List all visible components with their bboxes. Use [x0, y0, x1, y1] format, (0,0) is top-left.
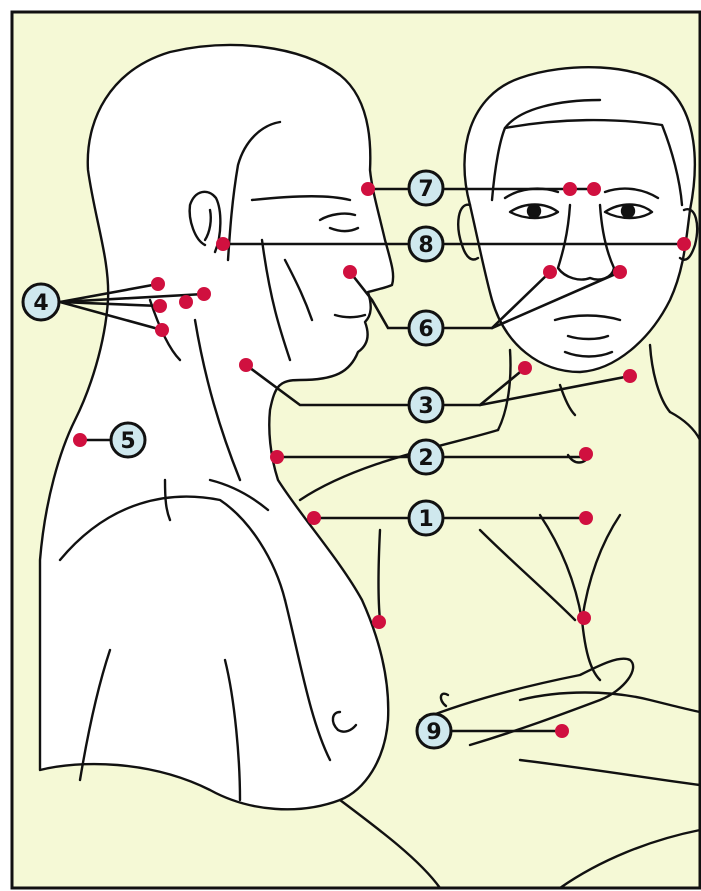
badge-5-label: 5 — [120, 429, 135, 454]
point-4-e — [197, 287, 211, 301]
badge-7-label: 7 — [418, 177, 433, 202]
badge-8: 8 — [409, 227, 443, 261]
badge-4: 4 — [23, 284, 59, 320]
badge-2: 2 — [409, 440, 443, 474]
badge-6-label: 6 — [418, 317, 433, 342]
point-chest-profile — [372, 615, 386, 629]
badge-3: 3 — [409, 388, 443, 422]
point-3-profile — [239, 358, 253, 372]
badge-8-label: 8 — [418, 233, 433, 258]
point-6-front-right — [613, 265, 627, 279]
point-7-front-right — [587, 182, 601, 196]
badge-1: 1 — [409, 501, 443, 535]
point-4-c — [155, 323, 169, 337]
point-8-front — [677, 237, 691, 251]
badge-1-label: 1 — [418, 507, 433, 532]
point-3-front-left — [518, 361, 532, 375]
point-1-front — [579, 511, 593, 525]
badge-2-label: 2 — [418, 446, 433, 471]
point-9 — [555, 724, 569, 738]
point-6-front-left — [543, 265, 557, 279]
point-2-profile — [270, 450, 284, 464]
point-5 — [73, 433, 87, 447]
badge-4-label: 4 — [33, 291, 48, 316]
point-8-profile — [216, 237, 230, 251]
point-7-profile — [361, 182, 375, 196]
point-1-profile — [307, 511, 321, 525]
badge-9: 9 — [417, 714, 451, 748]
badge-6: 6 — [409, 311, 443, 345]
badge-5: 5 — [111, 423, 145, 457]
point-6-profile — [343, 265, 357, 279]
point-4-b — [153, 299, 167, 313]
point-4-a — [151, 277, 165, 291]
point-chest-front — [577, 611, 591, 625]
point-3-front-right — [623, 369, 637, 383]
point-7-front-left — [563, 182, 577, 196]
point-2-front — [579, 447, 593, 461]
badge-3-label: 3 — [418, 394, 433, 419]
badge-7: 7 — [409, 171, 443, 205]
point-4-d — [179, 295, 193, 309]
badge-9-label: 9 — [426, 720, 441, 745]
